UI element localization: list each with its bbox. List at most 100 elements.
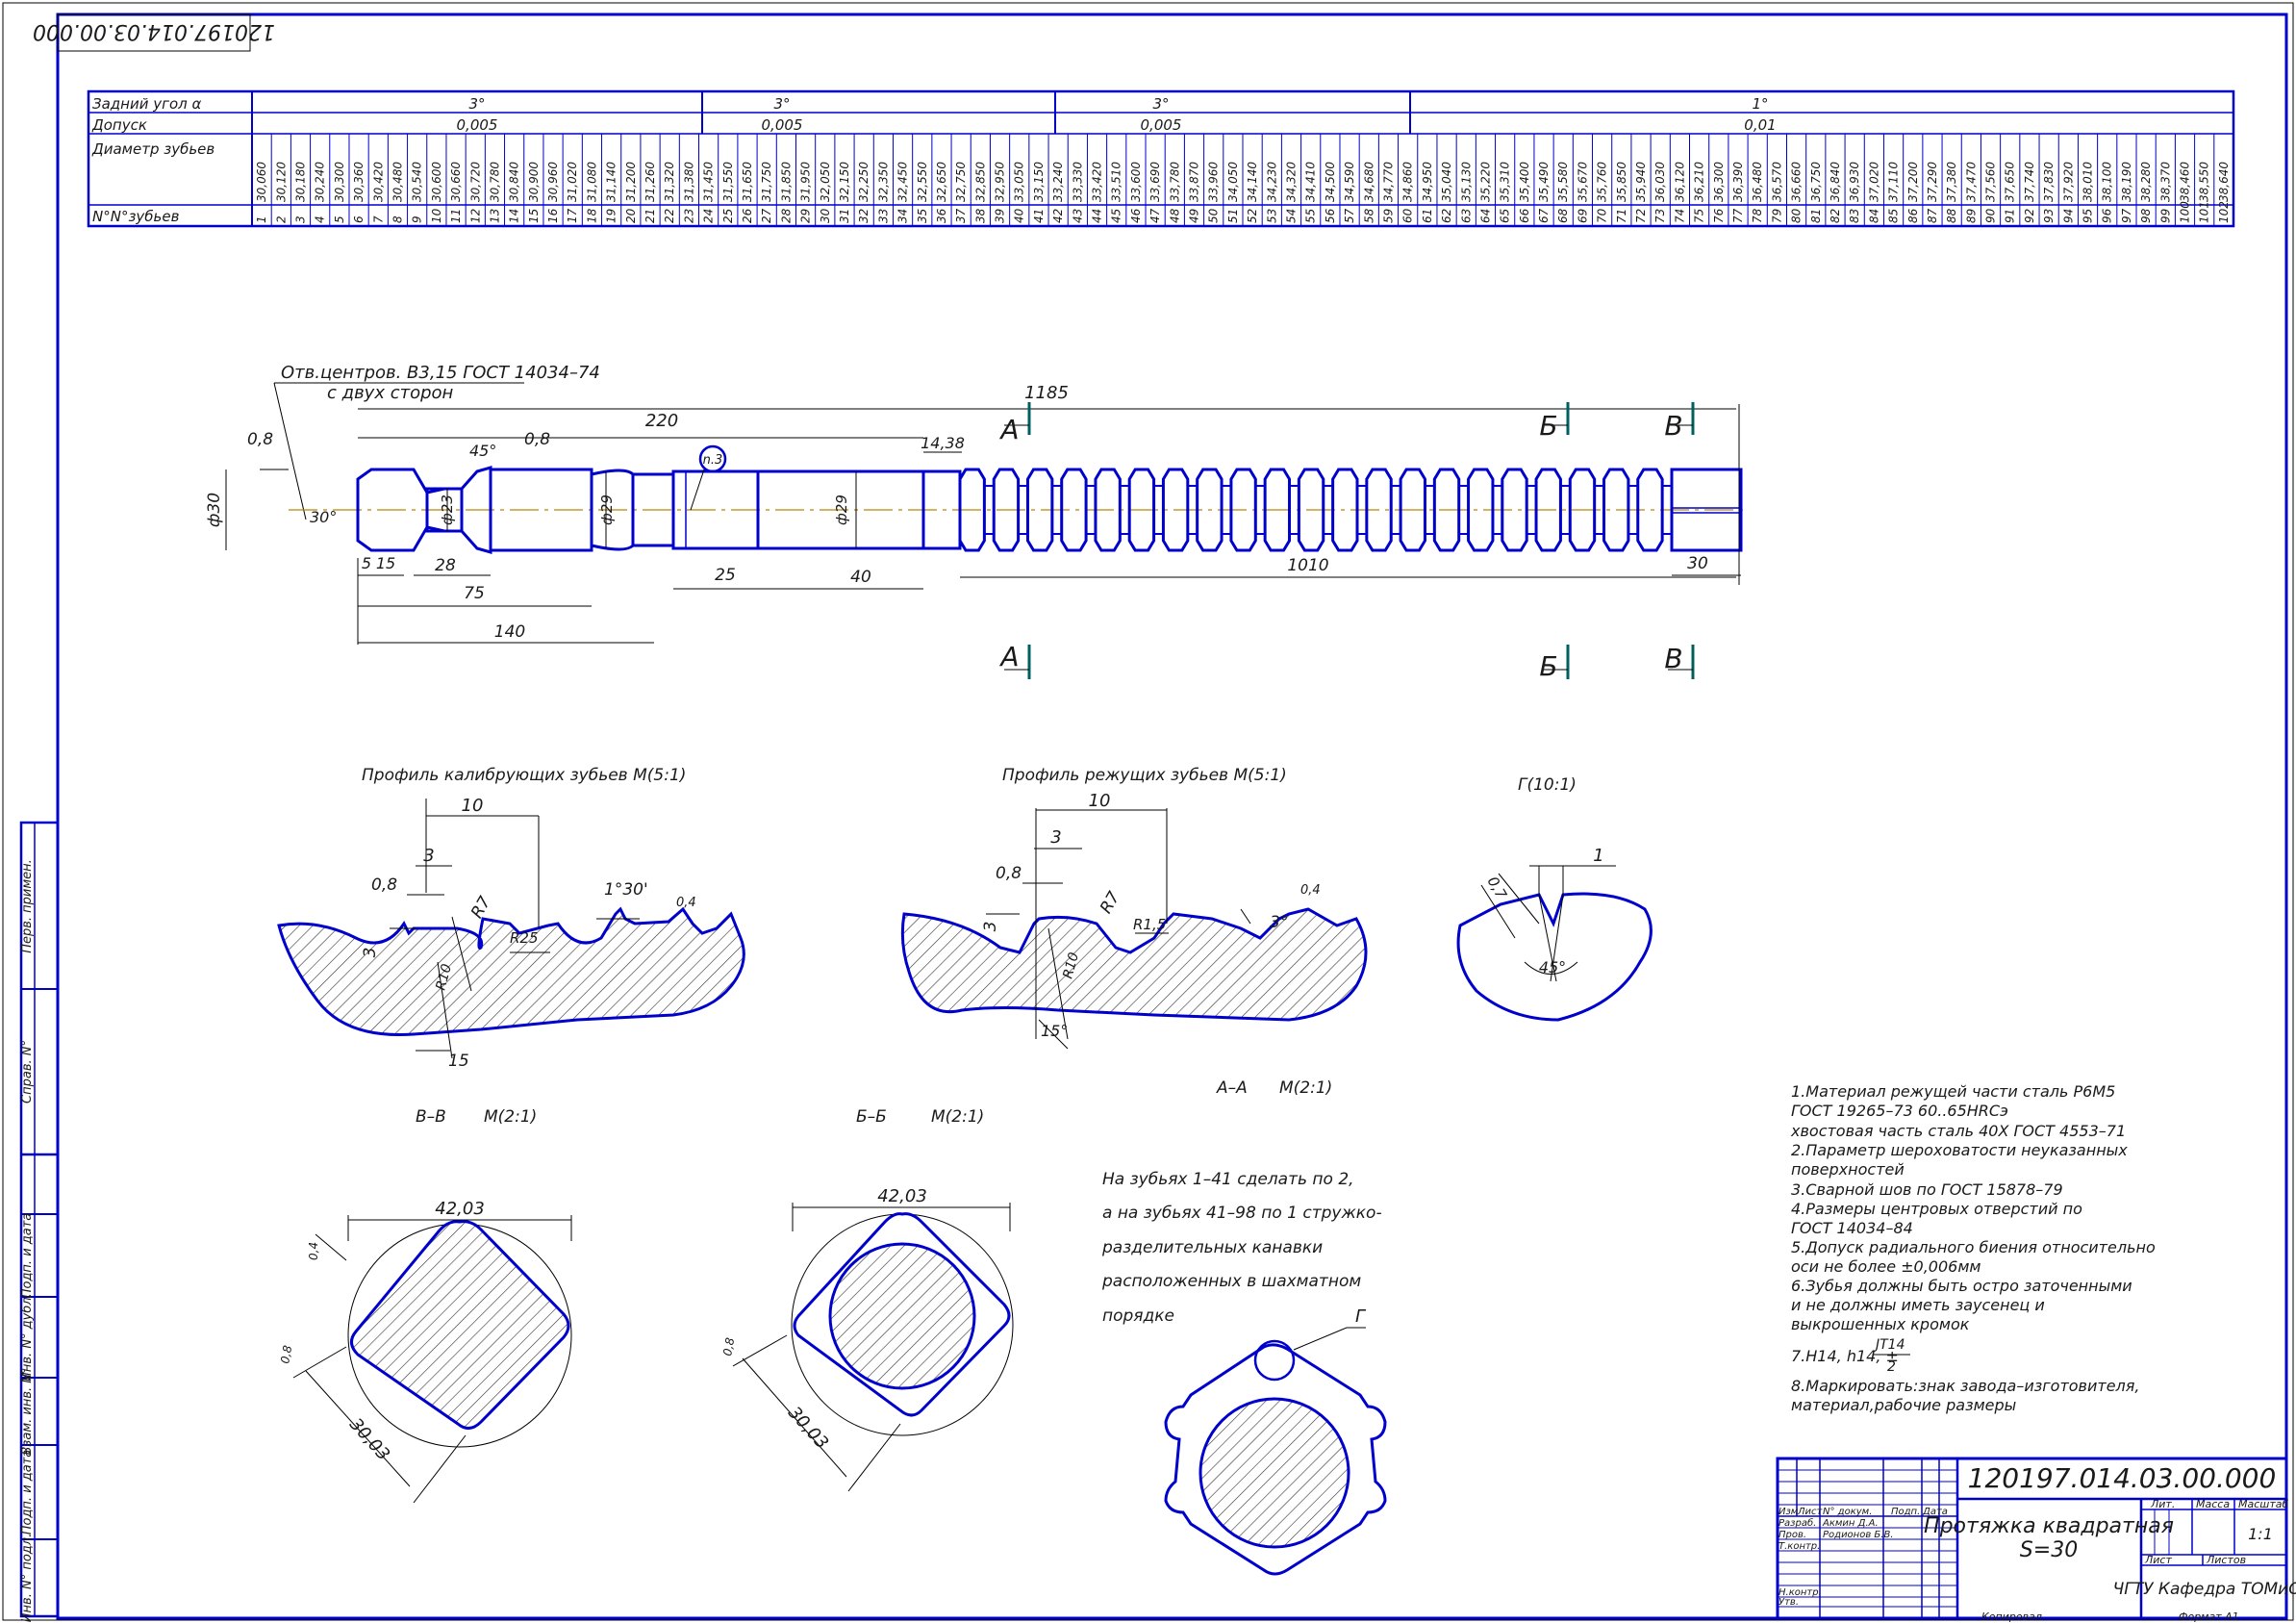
table-cell-number: 7	[371, 216, 385, 223]
table-cell-number: 92	[2023, 209, 2036, 223]
table-cell-diameter: 30,300	[333, 162, 346, 202]
col-data: Дата	[1922, 1507, 1948, 1517]
section-a-leader-g: Г	[1355, 1306, 1367, 1327]
table-cell-number: 19	[605, 209, 618, 223]
section-a-title: А–А	[1216, 1078, 1248, 1098]
table-cell-number: 51	[1226, 209, 1240, 223]
strip-label-2: Справ. N°	[20, 1040, 35, 1103]
top-stamp-text: 120197.014.03.00.000	[33, 19, 275, 43]
col-sheets: Листов	[2206, 1554, 2246, 1566]
table-cell-number: 15	[527, 209, 541, 223]
table-cell-diameter: 31,950	[799, 162, 813, 202]
table-cell-number: 39	[994, 209, 1007, 223]
table-cell-diameter: 33,150	[1032, 162, 1046, 202]
profile-cut-title: Профиль режущих зубьев М(5:1)	[1002, 766, 1287, 785]
rough-08-a: 0,8	[247, 430, 273, 449]
table-cell-number: 49	[1188, 209, 1201, 223]
col-izm: Изм	[1779, 1507, 1799, 1517]
broach-tooth	[1060, 468, 1088, 552]
dim-140: 140	[494, 622, 525, 642]
table-cell-diameter: 33,870	[1188, 162, 1201, 202]
profile-cut-rough: 0,4	[1300, 883, 1321, 898]
group2-angle: 3°	[773, 95, 790, 113]
profile-cal-1deg30: 1°30'	[604, 880, 648, 900]
table-cell-diameter: 34,770	[1381, 162, 1395, 202]
rough-08-b: 0,8	[524, 430, 550, 449]
table-cell-number: 101	[2198, 201, 2211, 223]
table-cell-number: 31	[838, 209, 851, 223]
kopiroval: Копировал	[1981, 1610, 2042, 1623]
table-row-label-numbers: N°N°зубьев	[92, 208, 180, 225]
table-cell-diameter: 30,900	[527, 162, 541, 202]
section-v-30-03: 30,03	[345, 1414, 393, 1464]
table-cell-diameter: 32,350	[876, 162, 890, 202]
broach-tooth	[1161, 468, 1190, 552]
table-cell-number: 22	[663, 209, 676, 223]
broach-tooth	[1331, 468, 1359, 552]
table-cell-diameter: 30,840	[508, 162, 521, 202]
dim-30deg: 30°	[310, 508, 337, 526]
profile-cal-15: 15	[448, 1052, 469, 1071]
table-cell-number: 59	[1381, 209, 1395, 223]
profile-cut-08: 0,8	[996, 864, 1022, 883]
table-cell-number: 14	[508, 209, 521, 223]
table-cell-diameter: 38,640	[2217, 162, 2231, 202]
table-cell-diameter: 30,960	[546, 162, 560, 202]
table-cell-diameter: 30,240	[314, 162, 327, 202]
broach-teeth	[958, 468, 1672, 552]
profile-cut-3deg: 3°	[1270, 913, 1288, 932]
group1-angle: 3°	[468, 95, 485, 113]
dim-5: 5	[362, 554, 371, 572]
profile-cal-3: 3	[423, 846, 434, 866]
table-cell-diameter: 33,600	[1129, 162, 1143, 202]
table-cell-number: 16	[546, 208, 560, 223]
table-cell-diameter: 35,490	[1537, 162, 1551, 202]
broach-tooth	[1025, 468, 1054, 552]
tech-note-16: материал,рабочие размеры	[1791, 1396, 2016, 1414]
table-cell-diameter: 30,720	[468, 162, 482, 202]
table-cell-diameter: 35,580	[1556, 162, 1570, 202]
section-b-scale: М(2:1)	[931, 1107, 984, 1127]
table-cell-diameter: 30,420	[371, 162, 385, 202]
table-cell-diameter: 36,750	[1809, 162, 1823, 202]
table-cell-diameter: 34,860	[1401, 162, 1415, 202]
row-utv: Утв.	[1779, 1597, 1799, 1608]
dim-15: 15	[376, 554, 395, 572]
section-v-42-03: 42,03	[435, 1199, 485, 1219]
table-cell-number: 78	[1751, 208, 1764, 223]
broach-tooth	[1229, 468, 1257, 552]
dim-40: 40	[850, 568, 871, 587]
profile-cut-10: 10	[1089, 791, 1111, 811]
cut-label-a-bottom: А	[998, 641, 1019, 672]
section-b-r08: 0,8	[720, 1336, 737, 1357]
table-cell-diameter: 35,940	[1634, 162, 1648, 202]
table-cell-number: 43	[1071, 209, 1084, 223]
tech-note-frac-den: 2	[1887, 1359, 1896, 1375]
strip-label-6: Подп. и дата	[20, 1450, 35, 1535]
table-cell-number: 94	[2061, 209, 2075, 223]
table-cell-diameter: 37,470	[1964, 162, 1978, 202]
table-cell-diameter: 33,240	[1051, 162, 1065, 202]
tech-note-1: 1.Материал режущей части сталь Р6М5	[1791, 1082, 2115, 1101]
table-cell-number: 72	[1634, 209, 1648, 223]
table-cell-diameter: 34,410	[1304, 162, 1318, 202]
profile-cal-rough: 0,4	[676, 896, 696, 910]
cut-label-b-bottom: Б	[1539, 650, 1557, 682]
col-list: Лист	[1797, 1507, 1824, 1517]
broach-tooth	[1196, 468, 1224, 552]
table-cell-number: 33	[876, 209, 890, 223]
table-cell-diameter: 33,780	[1168, 162, 1181, 202]
table-cell-number: 1	[255, 216, 268, 223]
table-cell-number: 73	[1653, 209, 1667, 223]
table-cell-number: 8	[391, 216, 404, 223]
tech-note-9: 5.Допуск радиального биения относительно	[1791, 1238, 2156, 1256]
table-cell-diameter: 31,020	[566, 162, 579, 202]
table-cell-number: 62	[1440, 209, 1453, 223]
org-name: ЧГТУ Кафедра ТОМиОП	[2113, 1580, 2296, 1599]
teeth-columns: 30,060130,120230,180330,240430,300530,36…	[255, 134, 2231, 226]
broach-tooth	[1467, 468, 1495, 552]
table-cell-diameter: 31,650	[741, 162, 754, 202]
table-cell-number: 53	[1265, 209, 1278, 223]
table-cell-number: 17	[566, 208, 579, 223]
